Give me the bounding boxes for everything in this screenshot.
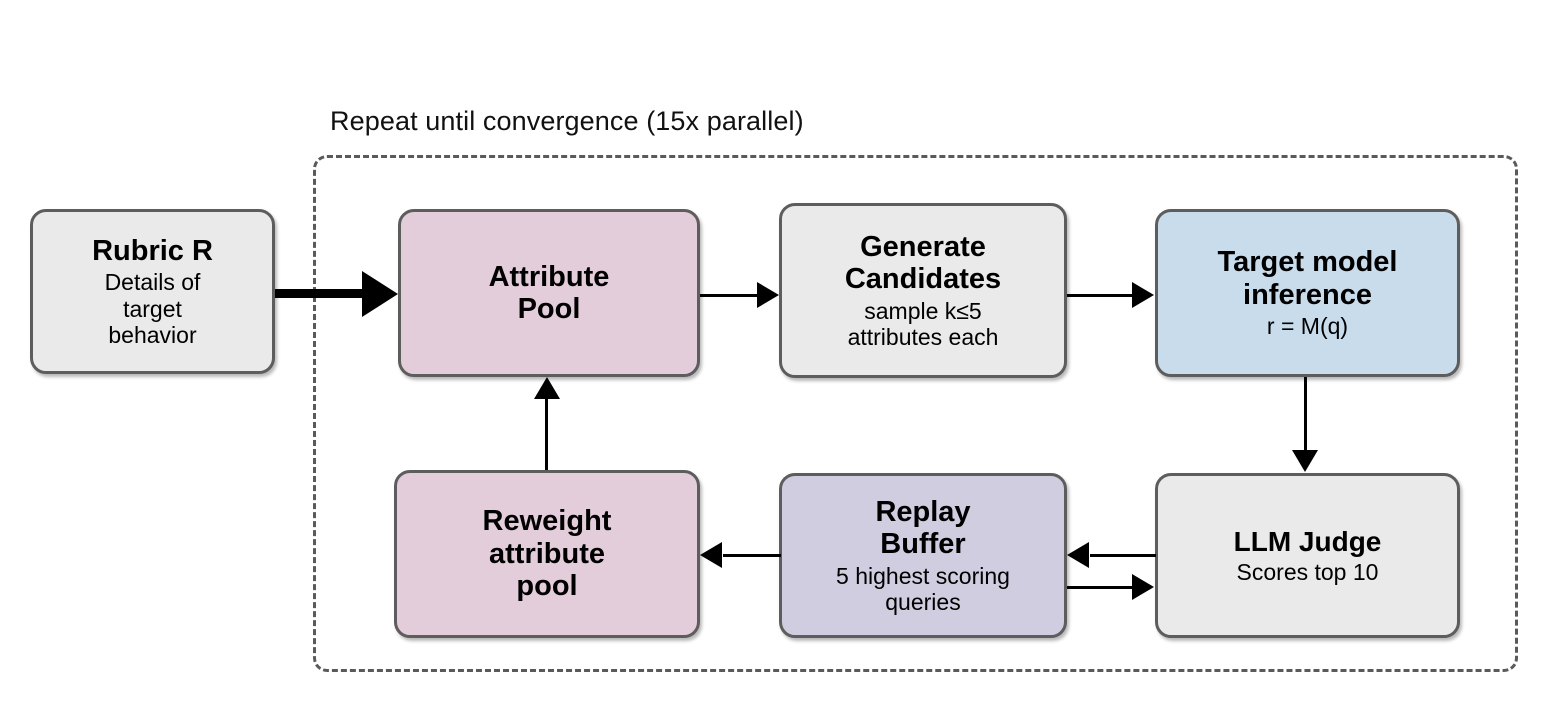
node-rubric-title: Rubric R [92,234,213,267]
node-attribute-pool[interactable]: Attribute Pool [398,209,700,377]
node-reweight-attribute-pool[interactable]: Reweight attribute pool [394,470,700,638]
node-replay-buffer[interactable]: Replay Buffer 5 highest scoring queries [779,473,1067,638]
edge-reweight-to-attribute-pool-arrowhead [534,377,560,399]
edge-llm-judge-to-replay-buffer-line [1090,554,1156,557]
edge-replay-buffer-to-llm-judge-arrowhead [1132,574,1154,600]
edge-replay-buffer-to-reweight-arrowhead [700,542,722,568]
edge-target-model-to-llm-judge-line [1304,377,1307,452]
node-llm-judge[interactable]: LLM Judge Scores top 10 [1155,473,1460,638]
node-target-model-inference-subtitle: r = M(q) [1266,313,1349,340]
edge-attribute-pool-to-generate-line [700,294,760,297]
node-generate-candidates[interactable]: Generate Candidates sample k≤5 attribute… [779,203,1067,378]
edge-attribute-pool-to-generate-arrowhead [757,282,779,308]
node-rubric[interactable]: Rubric R Details of target behavior [30,209,275,374]
edge-rubric-to-attribute-pool-arrowhead [362,271,398,317]
edge-reweight-to-attribute-pool-line [545,398,548,470]
edge-target-model-to-llm-judge-arrowhead [1292,450,1318,472]
node-target-model-inference-title: Target model inference [1217,246,1398,311]
loop-caption: Repeat until convergence (15x parallel) [330,106,804,136]
node-reweight-attribute-pool-title: Reweight attribute pool [482,505,612,603]
edge-rubric-to-attribute-pool-line [275,289,371,298]
node-replay-buffer-title: Replay Buffer [875,495,971,561]
edge-replay-buffer-to-reweight-line [723,554,781,557]
edge-llm-judge-to-replay-buffer-arrowhead [1067,542,1089,568]
edge-generate-to-target-model-line [1067,294,1133,297]
node-generate-candidates-title: Generate Candidates [844,230,1002,296]
node-attribute-pool-title: Attribute Pool [488,260,610,325]
repeat-loop-frame [313,155,1518,672]
node-rubric-subtitle: Details of target behavior [104,269,201,348]
node-llm-judge-title: LLM Judge [1233,525,1382,557]
node-replay-buffer-subtitle: 5 highest scoring queries [836,562,1010,615]
node-target-model-inference[interactable]: Target model inference r = M(q) [1155,209,1460,377]
node-llm-judge-subtitle: Scores top 10 [1236,559,1379,586]
edge-generate-to-target-model-arrowhead [1132,282,1154,308]
edge-replay-buffer-to-llm-judge-line [1067,586,1133,589]
node-generate-candidates-subtitle: sample k≤5 attributes each [847,297,999,350]
